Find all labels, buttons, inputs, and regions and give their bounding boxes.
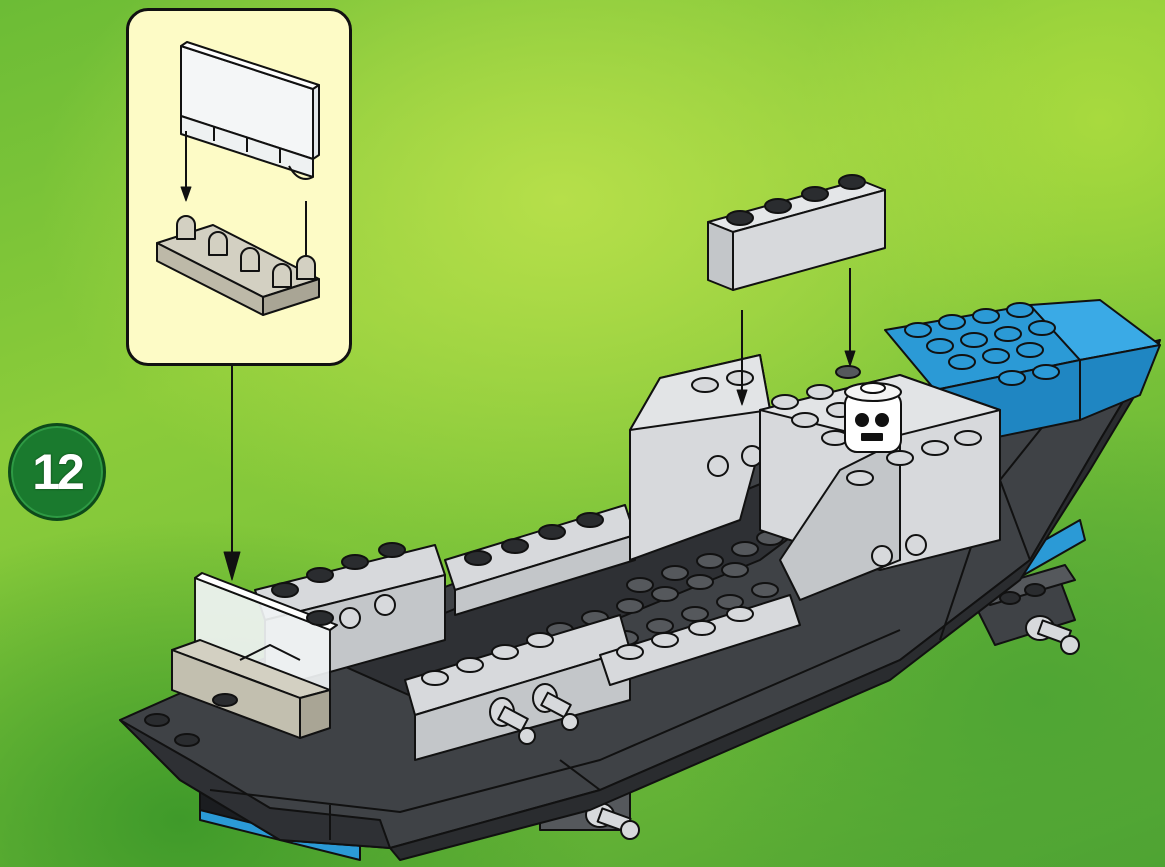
arrow-down-icon — [224, 366, 240, 580]
gray-1x4-brick-piece — [708, 175, 885, 290]
minifig-skull-head-icon — [845, 383, 901, 452]
